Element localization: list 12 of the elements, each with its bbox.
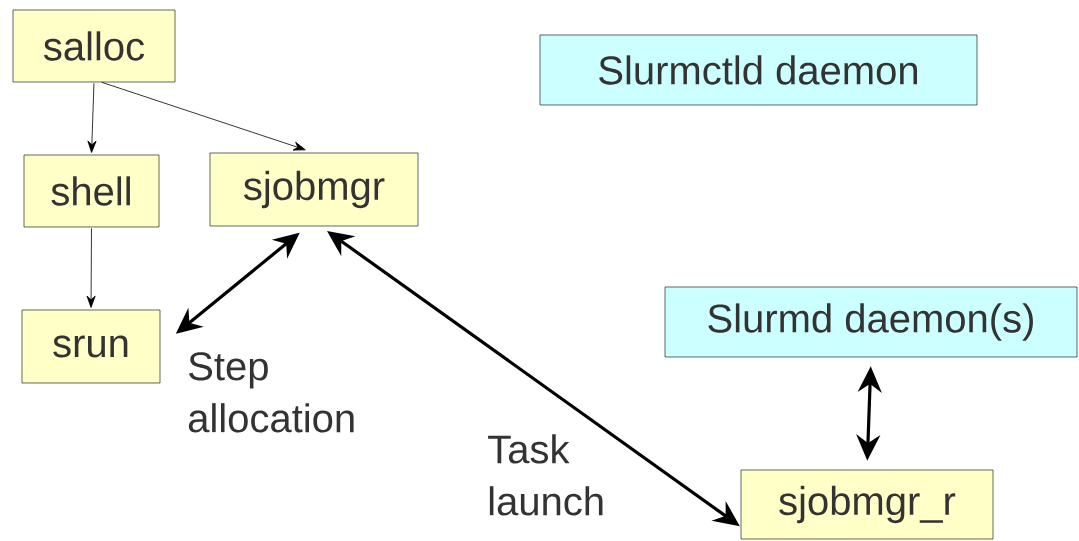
process-box: Slurmd daemon(s) [664, 286, 1078, 358]
process-box: sjobmgr_r [740, 469, 994, 540]
arrow [101, 81, 306, 151]
process-box: srun [21, 309, 161, 384]
process-box: shell [23, 154, 160, 228]
edge-label: Step allocation [188, 352, 354, 433]
arrow [87, 82, 97, 153]
process-box: salloc [12, 9, 176, 83]
process-box: sjobmgr [209, 152, 419, 227]
process-box: Slurmctld daemon [539, 34, 978, 106]
arrow [86, 227, 96, 308]
edge-label: Task launch [488, 434, 603, 516]
